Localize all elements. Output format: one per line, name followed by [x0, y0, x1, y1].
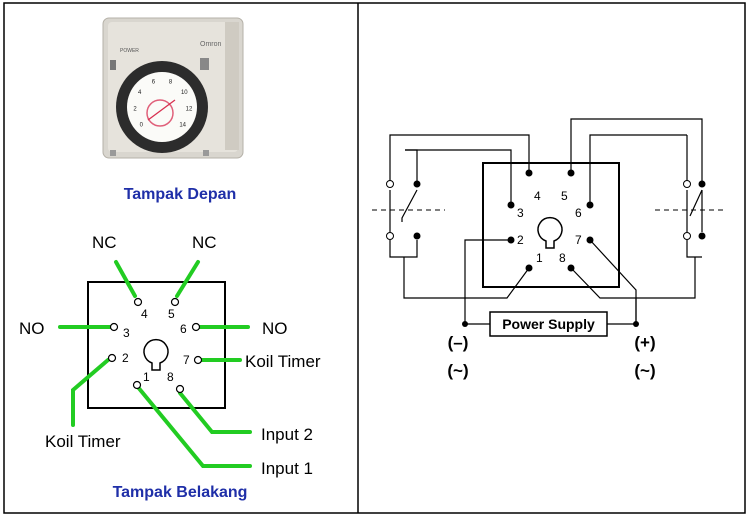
label-input-1: Input 1	[261, 459, 313, 478]
minus-label: (–)	[448, 333, 469, 352]
power-supply-box	[489, 311, 608, 337]
power-label: POWER	[120, 48, 139, 54]
dial-number: 4	[138, 90, 142, 96]
dial-face	[127, 72, 197, 142]
schematic-pin-6	[586, 201, 594, 209]
key-slot	[143, 338, 169, 371]
pin-8	[175, 384, 185, 394]
ac-right-label: (~)	[634, 361, 655, 380]
pin-4	[133, 297, 143, 307]
label-no-left: NO	[19, 319, 45, 338]
schematic-pin-7	[586, 236, 594, 244]
brand-label: Omron	[200, 41, 222, 48]
timer-device-image: POWER Omron 0 2 4 6 8 10 12 14	[102, 17, 244, 159]
pin-number-6: 6	[180, 322, 187, 336]
plus-label: (+)	[634, 333, 655, 352]
label-koil-timer-right: Koil Timer	[245, 352, 321, 371]
dial-number: 6	[152, 79, 156, 85]
schematic-pin-number-2: 2	[517, 233, 524, 247]
socket-pins	[107, 297, 203, 394]
schematic-pin-1	[525, 264, 533, 272]
schematic-pin-8	[567, 264, 575, 272]
schematic-pin-number-6: 6	[575, 206, 582, 220]
schematic-pin-5	[567, 169, 575, 177]
pin-number-7: 7	[183, 353, 190, 367]
pin-number-2: 2	[122, 351, 129, 365]
pin-1	[132, 380, 142, 390]
outer-frame	[3, 2, 746, 514]
dial-knob	[146, 99, 174, 127]
schematic-pin-number-3: 3	[517, 206, 524, 220]
terminal-labels: NC NC NO NO Koil Timer Koil Timer Input …	[19, 233, 321, 478]
schematic-pin-number-7: 7	[575, 233, 582, 247]
schematic-pin-number-8: 8	[559, 251, 566, 265]
label-input-2: Input 2	[261, 425, 313, 444]
schematic-key-slot	[537, 216, 563, 249]
relay-contacts	[386, 180, 706, 240]
schematic-pin-4	[525, 169, 533, 177]
dial-number: 8	[169, 79, 173, 85]
schematic-pin-number-4: 4	[534, 189, 541, 203]
schematic-pin-2	[507, 236, 515, 244]
pin-6	[191, 322, 201, 332]
label-no-right: NO	[262, 319, 288, 338]
pin-7	[193, 355, 203, 365]
pin-5	[170, 297, 180, 307]
schematic-pin-number-5: 5	[561, 189, 568, 203]
label-nc-left: NC	[92, 233, 117, 252]
dial-number: 12	[186, 106, 193, 112]
label-nc-right: NC	[192, 233, 217, 252]
dial-number: 0	[140, 122, 144, 128]
pin-number-3: 3	[123, 326, 130, 340]
schematic-socket-box	[482, 162, 620, 288]
polarity-labels: (–) (+) (~) (~)	[447, 333, 655, 380]
schematic-pin-number-1: 1	[536, 251, 543, 265]
front-view-caption: Tampak Depan	[124, 186, 237, 203]
pin-numbers-right: 4 5 3 6 2 7 1 8	[517, 189, 582, 265]
pin-number-1: 1	[143, 370, 150, 384]
dial-number: 10	[181, 90, 188, 96]
pin-3	[109, 322, 119, 332]
pin-2	[107, 353, 117, 363]
dial-number: 14	[179, 122, 186, 128]
pin-numbers-left: 4 5 3 6 2 7 1 8	[122, 307, 190, 384]
back-socket-box	[87, 281, 226, 409]
ac-left-label: (~)	[447, 361, 468, 380]
power-supply-label: Power Supply	[502, 316, 595, 332]
label-koil-timer-left: Koil Timer	[45, 432, 121, 451]
pin-number-5: 5	[168, 307, 175, 321]
schematic-pins	[462, 169, 639, 327]
back-view-caption: Tampak Belakang	[113, 484, 248, 501]
schematic-lines	[389, 118, 703, 325]
pin-number-8: 8	[167, 370, 174, 384]
green-wires	[58, 260, 252, 468]
schematic-pin-3	[507, 201, 515, 209]
dial-number: 2	[133, 106, 137, 112]
pin-number-4: 4	[141, 307, 148, 321]
